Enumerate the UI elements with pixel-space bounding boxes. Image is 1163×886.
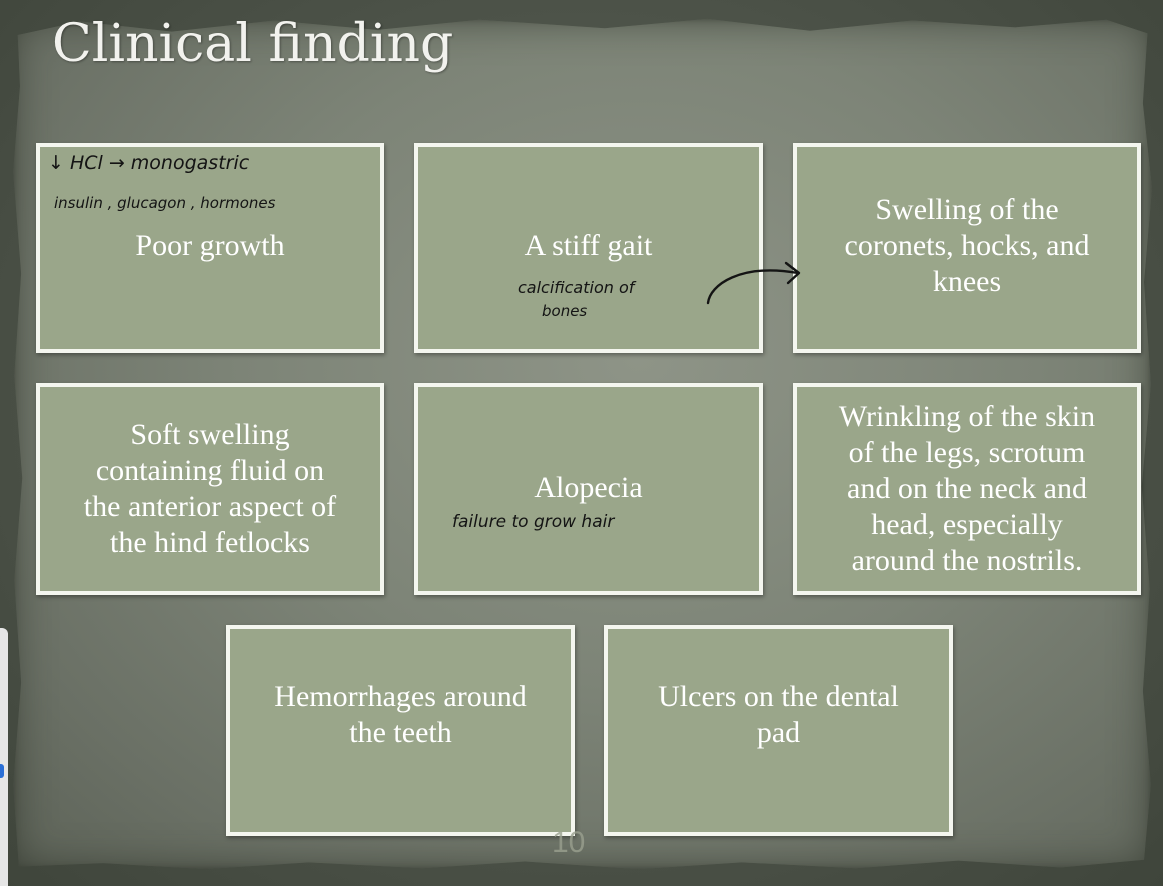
side-panel-edge [0,628,8,886]
finding-box-wrinkling: Wrinkling of the skin of the legs, scrot… [793,383,1141,595]
finding-text: Wrinkling of the skin of the legs, scrot… [838,400,1096,577]
finding-box-hemorrhages: Hemorrhages around the teeth [226,625,575,836]
handwritten-alopecia-note: failure to grow hair [452,512,615,532]
finding-box-stiff-gait: A stiff gait [414,143,763,353]
handwritten-arrow-icon [706,261,801,305]
handwritten-calcification-note: calcification of [518,278,635,297]
finding-text: Alopecia [534,471,643,504]
page-number: 10 [552,826,586,859]
slide-title: Clinical finding [52,14,454,74]
finding-text: Soft swelling containing fluid on the an… [83,418,337,559]
handwritten-hcl-note: ↓ HCl → monogastric [48,152,250,174]
finding-box-ulcers: Ulcers on the dental pad [604,625,953,836]
finding-box-alopecia: Alopecia [414,383,763,595]
finding-text: Poor growth [135,229,285,262]
handwritten-bones-note: bones [542,302,588,320]
finding-text: Hemorrhages around the teeth [274,679,527,749]
finding-box-swelling-coronets: Swelling of the coronets, hocks, and kne… [793,143,1141,353]
finding-text: Swelling of the coronets, hocks, and kne… [844,193,1090,298]
finding-box-poor-growth: Poor growth [36,143,384,353]
handwritten-hormone-note: insulin , glucagon , hormones [54,194,276,212]
finding-text: A stiff gait [524,229,653,262]
finding-text: Ulcers on the dental pad [658,679,899,749]
finding-box-soft-swelling: Soft swelling containing fluid on the an… [36,383,384,595]
side-panel-indicator [0,764,4,778]
